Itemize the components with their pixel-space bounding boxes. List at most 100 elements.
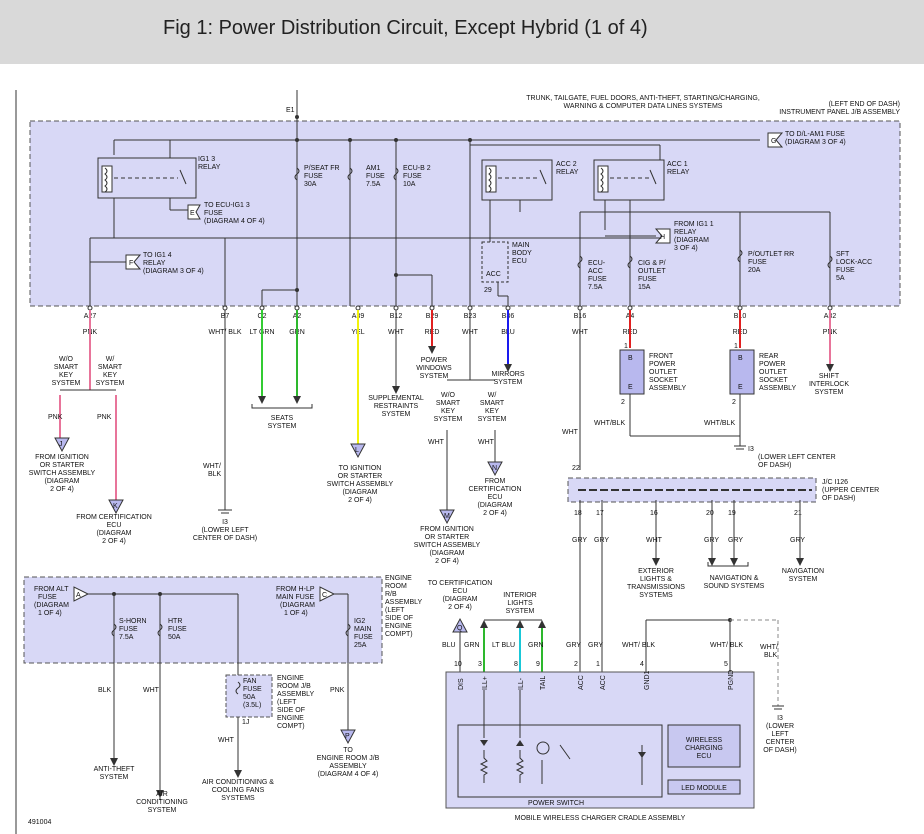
svg-text:K: K	[113, 503, 118, 510]
svg-text:ACC: ACC	[486, 271, 501, 278]
wireless-charging-ecu	[667, 724, 741, 768]
ip-jb-label: (LEFT END OF DASH)INSTRUMENT PANEL J/B A…	[779, 101, 900, 116]
ref-marker-g	[767, 132, 784, 148]
ref-marker-h	[654, 228, 671, 244]
charger-pin-name: GND1	[644, 670, 651, 690]
instrument-panel-jb	[29, 120, 901, 307]
svg-text:PNK: PNK	[330, 687, 345, 694]
svg-text:G: G	[771, 138, 776, 145]
svg-text:M: M	[444, 513, 450, 520]
ref-marker-p	[340, 729, 356, 745]
jc-pin-number: 19	[728, 510, 736, 517]
to-dl-am1-label: TO D/L-AM1 FUSE(DIAGRAM 3 OF 4)	[785, 131, 846, 146]
ref-marker-a	[73, 586, 90, 602]
svg-text:BLK: BLK	[98, 687, 112, 694]
ref-marker-f	[125, 254, 142, 270]
connector-pin	[294, 305, 300, 311]
svg-text:WHT: WHT	[478, 439, 495, 446]
wht-blk-label-c: WHT/BLK	[704, 420, 735, 427]
charger-pin-number: 8	[514, 661, 518, 668]
svg-text:H: H	[660, 234, 665, 241]
charger-wire-color: LT BLU	[492, 642, 515, 649]
top-label: TRUNK, TAILGATE, FUEL DOORS, ANTI-THEFT,…	[526, 95, 760, 110]
svg-text:N: N	[492, 465, 497, 472]
charger-pin-name: ACC	[600, 675, 607, 690]
jc-wire-color: GRY	[728, 537, 743, 544]
jc-pin-number: 18	[574, 510, 582, 517]
svg-text:WHT: WHT	[428, 439, 445, 446]
ref-marker-m	[439, 509, 455, 525]
junction-e1: E1	[286, 107, 295, 114]
jc-pin-number: 21	[794, 510, 802, 517]
engine-room-jb	[225, 674, 273, 718]
wiring-diagram: TRUNK, TAILGATE, FUEL DOORS, ANTI-THEFT,…	[15, 90, 901, 834]
ref-marker-n	[487, 461, 503, 477]
arrow-head	[652, 558, 660, 566]
svg-text:A: A	[76, 592, 81, 599]
ig13-relay	[97, 157, 197, 199]
front-outlet-socket	[619, 349, 645, 395]
wht-blk-label-a: WHT/BLK	[203, 463, 222, 478]
ref-marker-k	[108, 499, 124, 515]
pseat-fuse-symbol	[294, 167, 300, 181]
wht-blk-label-d: WHT/BLK	[760, 644, 778, 659]
rear-outlet-socket	[729, 349, 755, 395]
svg-text:P: P	[345, 733, 350, 740]
ref-marker-l	[350, 443, 366, 459]
svg-text:1J: 1J	[242, 719, 249, 726]
charger-pin-number: 5	[724, 661, 728, 668]
jc-pin-number: 22	[572, 465, 580, 472]
connector-pin	[355, 305, 361, 311]
jc-i126	[567, 477, 817, 503]
charger-pin-number: 1	[596, 661, 600, 668]
charger-wire-color: GRY	[566, 642, 581, 649]
jc-wire-color: GRY	[790, 537, 805, 544]
connector-pin	[259, 305, 265, 311]
svg-text:B: B	[628, 355, 633, 362]
arrow-head	[730, 558, 738, 566]
connector-pin	[577, 305, 583, 311]
svg-text:PNK: PNK	[97, 414, 112, 421]
svg-text:J: J	[59, 441, 63, 448]
connector-pin	[505, 305, 511, 311]
svg-text:E: E	[190, 210, 195, 217]
ref-marker-j	[54, 437, 70, 453]
svg-text:WHT: WHT	[143, 687, 160, 694]
connector-pin	[393, 305, 399, 311]
jc-wire-color: WHT	[646, 537, 663, 544]
